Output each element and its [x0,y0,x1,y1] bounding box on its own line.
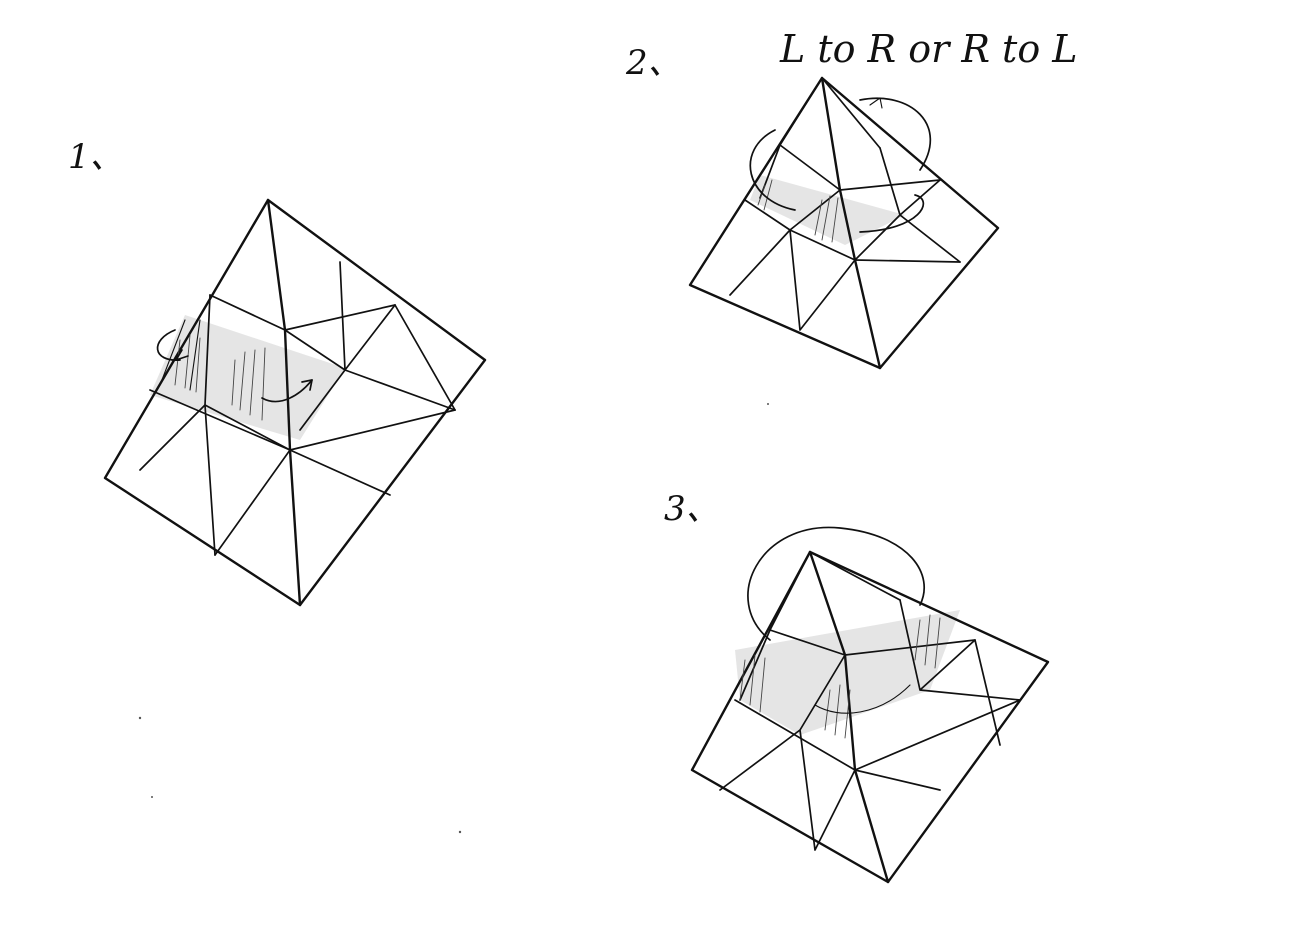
step-1-center-edge [266,198,302,607]
step-2-layer-line-2 [744,199,961,263]
rotate-arrow-icon [156,329,189,361]
step-2-top-edges [779,77,881,149]
step-3-hatching [739,614,941,739]
step-3-diag-lower [719,629,941,851]
step-3-figure: 3、 [664,489,1050,884]
step-1-diag-3 [299,304,456,431]
step-2-layer-line-1 [779,144,941,191]
step-2-label: 2、 [625,43,682,83]
step-3-outline [690,550,1050,884]
step-3-center-edge [808,550,890,884]
step-1-figure: 1、 [68,137,487,607]
curved-arrow-icon [261,379,313,403]
step-2-hatching [757,179,839,243]
step-3-label: 3、 [664,489,720,529]
step-2-center-edge [820,76,882,370]
step-1-shaded-layer [150,315,345,440]
step-3-top-edges [769,551,901,631]
step-1-layer-line-1 [209,294,396,331]
step-1-hatching [174,334,266,421]
step-2-diag-right [879,147,961,263]
step-1-diag-2 [139,404,391,556]
step-1-label: 1、 [68,137,124,177]
rotate-arrow-icon [749,97,932,233]
step-2-figure: 2、 L to R or R to L [625,27,1078,370]
paper-specks [138,403,769,834]
step-1-hatch-edges [159,319,201,391]
direction-note: L to R or R to L [779,27,1078,71]
step-2-diag-lower [729,214,901,331]
step-3-diag-right [899,599,1021,746]
rotate-arrow-icon [747,526,925,714]
